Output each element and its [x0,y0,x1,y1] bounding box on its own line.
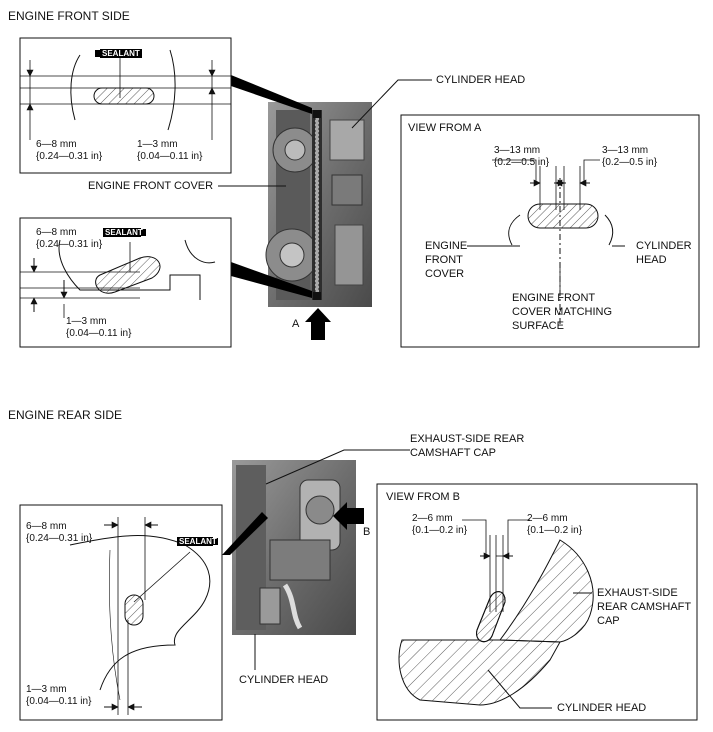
arrow-a-icon [305,308,331,340]
dim-label: {0.04—0.11 in} [66,328,132,339]
dim-label: {0.1—0.2 in} [527,525,583,536]
engine-front-cover-label: ENGINE FRONT COVER [88,180,214,192]
cylinder-head-leader [351,79,432,129]
sealant-label: SEALANT [179,537,217,546]
exhaust-cap-label: EXHAUST-SIDE REAR [410,433,525,445]
dim-label: 6—8 mm [26,521,67,532]
cylinder-head-label: CYLINDER HEAD [557,702,647,714]
dim-label: 2—6 mm [527,513,568,524]
exhaust-cap-leader [265,449,410,485]
dim-label: 1—3 mm [66,316,107,327]
dim-label: {0.04—0.11 in} [26,696,92,707]
matching-surface-label: SURFACE [512,320,564,332]
dim-label: {0.2—0.5 in} [494,157,550,168]
arrow-b-icon [333,502,364,530]
dim-label: {0.2—0.5 in} [602,157,658,168]
dim-label: {0.24—0.31 in} [26,533,93,544]
zoom-wedge-rear [222,512,268,555]
front-section-title: ENGINE FRONT SIDE [8,9,130,23]
engine-front-cover-label: ENGINE [425,240,468,252]
dim-label: 1—3 mm [137,139,178,150]
zoom-wedge-bottom [231,262,312,298]
dim-label: {0.04—0.11 in} [137,151,203,162]
dim-label: 1—3 mm [26,684,67,695]
sealant-label: SEALANT [105,228,143,237]
cylinder-head-label: HEAD [636,254,667,266]
zoom-wedge-top [231,75,312,114]
dim-label: {0.24—0.31 in} [36,239,103,250]
view-from-a-panel [400,114,700,348]
view-a-title: VIEW FROM A [408,122,482,134]
dim-label: {0.1—0.2 in} [412,525,468,536]
engine-rear-photo [232,460,356,635]
dim-label: 3—13 mm [494,145,541,156]
matching-surface-label: ENGINE FRONT [512,292,596,304]
engine-front-cover-label: FRONT [425,254,463,266]
engine-front-cover-label: COVER [425,268,465,280]
matching-surface-label: COVER MATCHING [512,306,613,318]
dim-label: 6—8 mm [36,227,77,238]
exhaust-cap-label: EXHAUST-SIDE [597,587,678,599]
rear-section-title: ENGINE REAR SIDE [8,408,123,422]
exhaust-cap-label: CAP [597,615,620,627]
inset-front-top [19,37,232,174]
cylinder-head-label: CYLINDER [636,240,692,252]
exhaust-cap-label: REAR CAMSHAFT [597,601,692,613]
view-b-title: VIEW FROM B [386,491,460,503]
dim-label: 6—8 mm [36,139,77,150]
exhaust-cap-label: CAMSHAFT CAP [410,447,496,459]
view-from-b-panel [376,483,698,721]
sealant-label: SEALANT [102,49,140,58]
inset-rear [19,504,223,721]
dim-label: 3—13 mm [602,145,649,156]
dim-label: 2—6 mm [412,513,453,524]
engine-front-photo [265,102,372,307]
rear-cylinder-head-label: CYLINDER HEAD [239,674,329,686]
arrow-a-label: A [292,318,300,330]
inset-front-bottom [19,217,232,348]
arrow-b-label: B [363,526,371,538]
dim-label: {0.24—0.31 in} [36,151,103,162]
cylinder-head-label: CYLINDER HEAD [436,74,526,86]
